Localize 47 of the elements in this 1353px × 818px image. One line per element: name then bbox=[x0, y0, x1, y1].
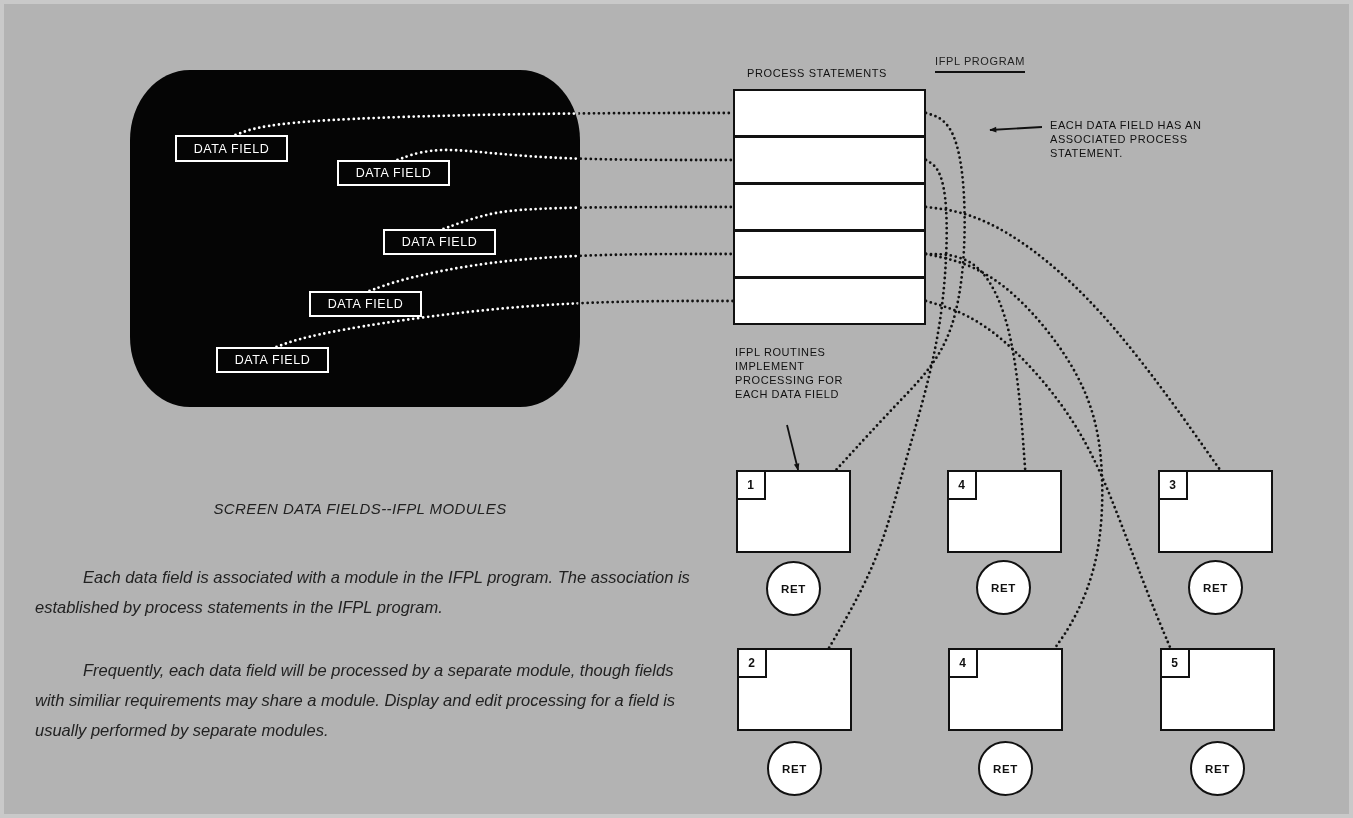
annotation-text: EACH DATA FIELD HAS AN ASSOCIATED PROCESS STATEMENT. bbox=[1050, 118, 1240, 160]
return-circle: RET bbox=[1188, 560, 1243, 615]
module-box bbox=[737, 648, 852, 731]
dotted-connector bbox=[827, 158, 949, 650]
statement-row bbox=[733, 136, 926, 184]
data-field-box: DATA FIELD bbox=[383, 229, 496, 255]
statement-row bbox=[733, 89, 926, 137]
module-number: 1 bbox=[738, 472, 766, 500]
module-box bbox=[948, 648, 1063, 731]
return-circle: RET bbox=[766, 561, 821, 616]
module-number: 4 bbox=[950, 650, 978, 678]
monitor-screen bbox=[130, 70, 580, 407]
statement-row bbox=[733, 277, 926, 325]
pointer-arrow bbox=[989, 126, 1043, 133]
annotation-text: IFPL ROUTINES IMPLEMENT PROCESSING FOR EACH DATA FIELD bbox=[735, 345, 865, 401]
data-field-box: DATA FIELD bbox=[216, 347, 329, 373]
module-number: 4 bbox=[949, 472, 977, 500]
return-circle: RET bbox=[978, 741, 1033, 796]
figure-title: SCREEN DATA FIELDS--IFPL MODULES bbox=[212, 500, 508, 517]
table-heading: PROCESS STATEMENTS bbox=[747, 66, 887, 80]
section-heading: IFPL PROGRAM bbox=[935, 54, 1025, 73]
data-field-box: DATA FIELD bbox=[337, 160, 450, 186]
module-number: 2 bbox=[739, 650, 767, 678]
statement-row bbox=[733, 183, 926, 231]
data-field-box: DATA FIELD bbox=[309, 291, 422, 317]
data-field-box: DATA FIELD bbox=[175, 135, 288, 162]
body-paragraph: Frequently, each data field will be processed by a separate module, though fields with similiar requirements may share a module. Display and edit processing for a field is usually performed by separate modules. bbox=[35, 660, 677, 741]
statement-row bbox=[733, 230, 926, 278]
dotted-connector bbox=[924, 299, 1172, 650]
module-box bbox=[947, 470, 1062, 553]
dotted-connector bbox=[368, 252, 735, 293]
return-circle: RET bbox=[976, 560, 1031, 615]
dotted-connector bbox=[924, 205, 1222, 472]
module-box bbox=[736, 470, 851, 553]
return-circle: RET bbox=[767, 741, 822, 796]
pointer-arrow bbox=[786, 424, 800, 471]
dotted-connector bbox=[834, 111, 967, 472]
dotted-connector bbox=[275, 299, 735, 349]
dotted-connector bbox=[442, 205, 735, 231]
body-paragraph: Each data field is associated with a module in the IFPL program. The association is established by process statements in the IFPL program. bbox=[35, 567, 691, 618]
module-number: 3 bbox=[1160, 472, 1188, 500]
return-circle: RET bbox=[1190, 741, 1245, 796]
dotted-connector bbox=[396, 148, 735, 162]
dotted-connector bbox=[924, 252, 1104, 650]
module-box bbox=[1158, 470, 1273, 553]
module-box bbox=[1160, 648, 1275, 731]
module-number: 5 bbox=[1162, 650, 1190, 678]
